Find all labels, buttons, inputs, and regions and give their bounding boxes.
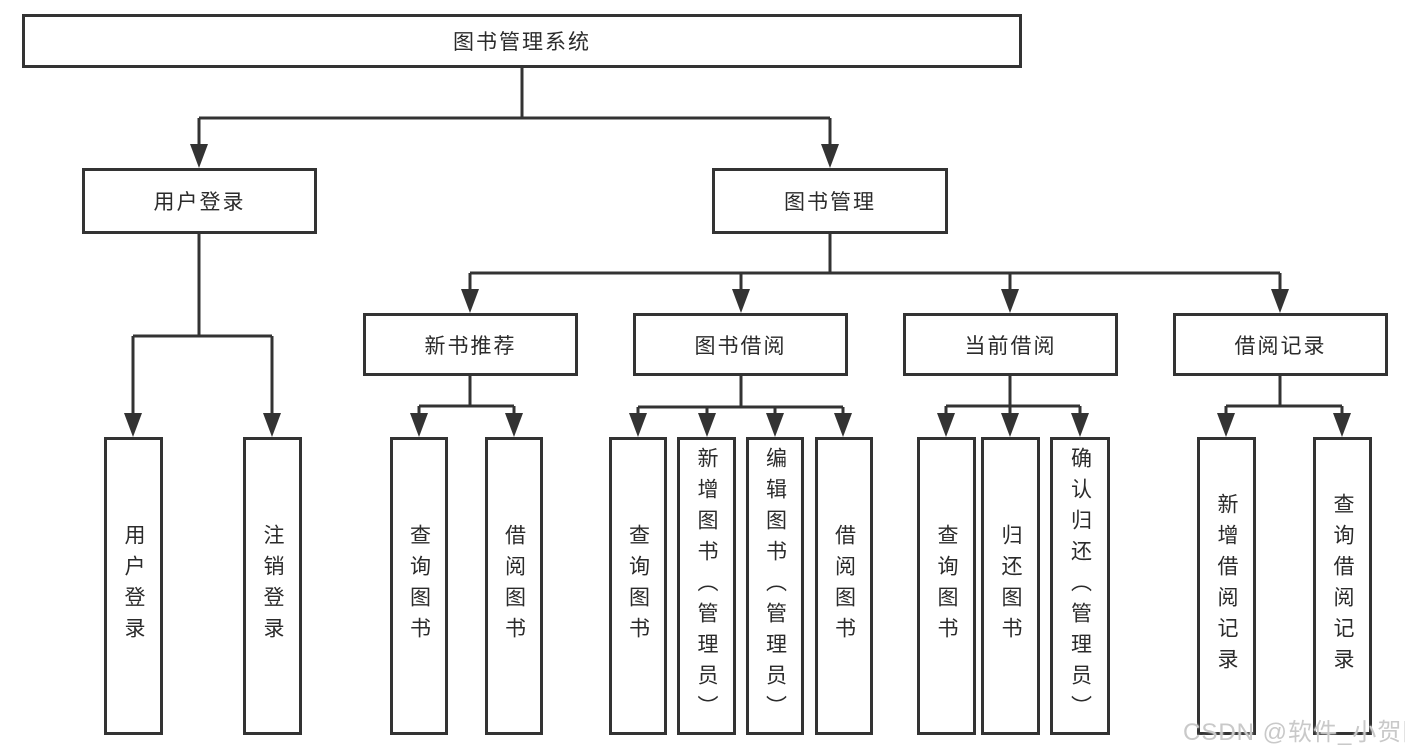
- leaf-label: 借阅图书: [502, 524, 526, 648]
- node-current-borrowing: 当前借阅: [903, 313, 1118, 376]
- leaf-label: 查询借阅记录: [1331, 493, 1354, 679]
- leaf-label: 查询图书: [935, 524, 958, 648]
- leaf-query-borrow-record: 查询借阅记录: [1313, 437, 1372, 735]
- leaf-confirm-return-admin: 确认归还（管理员）: [1050, 437, 1110, 735]
- node-book-management: 图书管理: [712, 168, 948, 234]
- leaf-borrow-books-borrowing: 借阅图书: [815, 437, 873, 735]
- leaf-label: 新增借阅记录: [1215, 493, 1238, 679]
- leaf-edit-book-admin: 编辑图书（管理员）: [746, 437, 804, 735]
- leaf-user-login: 用户登录: [104, 437, 163, 735]
- node-user-login: 用户登录: [82, 168, 317, 234]
- leaf-label: 编辑图书（管理员）: [763, 446, 787, 726]
- watermark: CSDN @软件_小贺同学: [1183, 719, 1405, 746]
- node-new-book-recommend: 新书推荐: [363, 313, 578, 376]
- leaf-label: 查询图书: [626, 524, 650, 648]
- leaf-query-books-borrowing: 查询图书: [609, 437, 667, 735]
- leaf-query-books-recommend: 查询图书: [390, 437, 448, 735]
- leaf-query-books-current: 查询图书: [917, 437, 976, 735]
- leaf-logout: 注销登录: [243, 437, 302, 735]
- node-borrow-records: 借阅记录: [1173, 313, 1388, 376]
- leaf-return-book: 归还图书: [981, 437, 1040, 735]
- leaf-label: 确认归还（管理员）: [1068, 446, 1092, 726]
- leaf-add-book-admin: 新增图书（管理员）: [677, 437, 736, 735]
- leaf-label: 用户登录: [122, 524, 145, 648]
- leaf-label: 借阅图书: [832, 524, 856, 648]
- leaf-add-borrow-record: 新增借阅记录: [1197, 437, 1256, 735]
- leaf-label: 注销登录: [261, 524, 284, 648]
- leaf-borrow-books-recommend: 借阅图书: [485, 437, 543, 735]
- node-library-management-system: 图书管理系统: [22, 14, 1022, 68]
- leaf-label: 查询图书: [407, 524, 431, 648]
- leaf-label: 新增图书（管理员）: [695, 446, 718, 726]
- leaf-label: 归还图书: [999, 524, 1022, 648]
- node-book-borrowing: 图书借阅: [633, 313, 848, 376]
